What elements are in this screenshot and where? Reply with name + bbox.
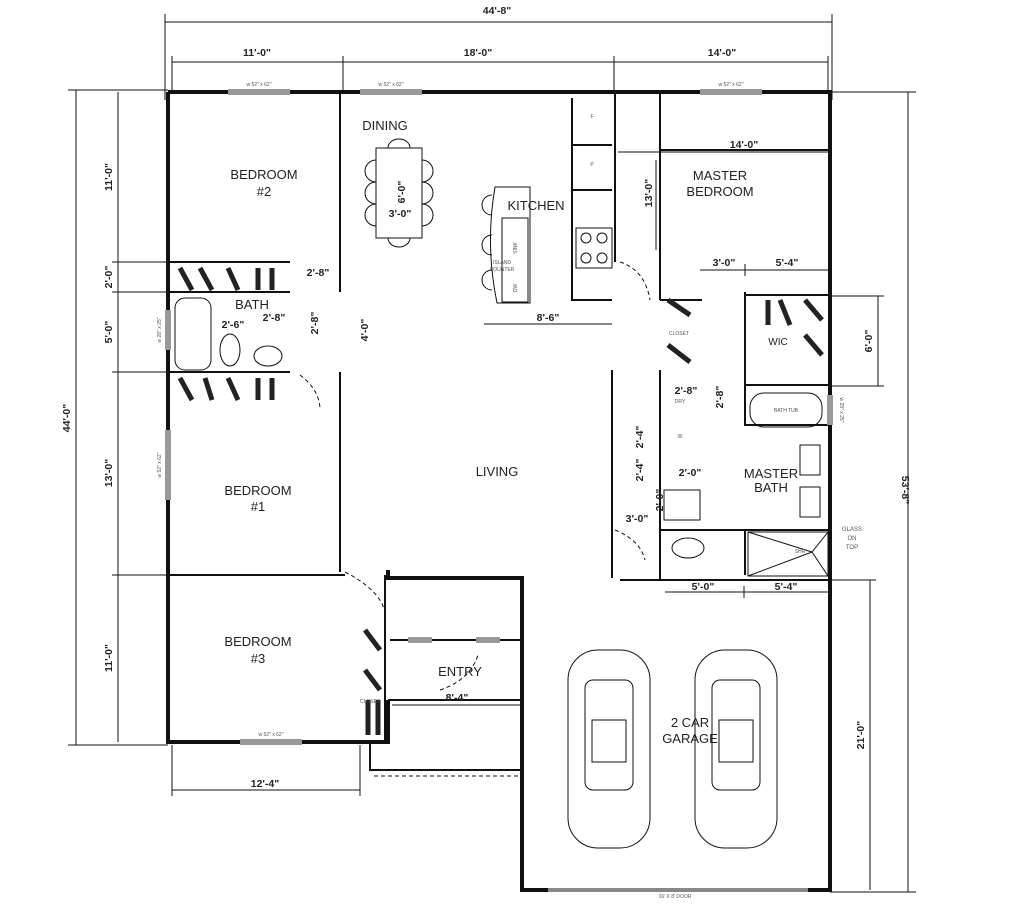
dim-table-length: 6'-0" [396,181,408,204]
dim-mb-54: 5'-4" [775,581,798,593]
dim-bath-28v: 2'-8" [309,312,321,335]
dim-laundry-24b: 2'-4" [634,459,646,482]
dim-hall: 4'-0" [359,319,371,342]
note-glass-3: TOP [846,545,858,551]
dim-wc-30: 3'-0" [626,513,649,525]
dim-entry: 8'-4" [446,692,469,704]
room-dining: DINING [362,118,408,133]
note-glass: GLASS [842,527,862,533]
note-island: ISLAND [493,260,511,266]
dim-top-master: 14'-0" [708,47,737,59]
dim-master-13: 13'-0" [643,179,655,208]
room-bedroom2-number: #2 [257,184,271,199]
dim-laundry-28: 2'-8" [675,385,698,397]
dim-left-overall: 44'-0" [61,404,73,433]
room-labels: BEDROOM #2 DINING KITCHEN MASTER BEDROOM… [224,118,798,746]
note-fridge: F [590,114,593,120]
dim-laundry-20v: 2'-0" [654,489,666,512]
dim-master-3: 3'-0" [713,257,736,269]
dim-right-garage: 21'-0" [855,721,867,750]
note-window-bed3: w 52" x 62" [259,732,284,738]
note-dryer: DRY [675,399,686,405]
range-cooktop [575,227,613,269]
note-washer: W [678,434,683,440]
bath-fixtures [174,297,829,577]
dim-bath-door: 2'-8" [307,267,330,279]
dim-master-54: 5'-4" [776,257,799,269]
dim-bath-26: 2'-6" [222,319,245,331]
note-window-bed1: w 52" x 62" [157,452,163,477]
dimension-labels: 44'-8" 11'-0" 18'-0" 14'-0" 14'-0" 44'-0… [61,5,911,790]
dim-top-bedroom: 11'-0" [243,47,271,59]
annotations: w 52" x 62" w 52" x 62" w 52" x 62" w 52… [157,82,862,900]
note-shower: SHR [795,549,806,555]
dim-master-inner: 14'-0" [730,139,759,151]
note-pantry: P [590,162,594,168]
dim-right-overall: 53'-8" [899,476,911,505]
room-bedroom3: BEDROOM [224,634,291,649]
room-master-bath: MASTER [744,466,798,481]
room-master-bath-2: BATH [754,480,788,495]
dim-bottom-bed3: 12'-4" [251,778,280,790]
car-left [567,649,651,849]
dim-overall-width: 44'-8" [483,5,512,17]
dim-laundry-24a: 2'-4" [634,426,646,449]
kitchen-island [481,186,531,304]
windows [165,89,833,745]
dim-left-bed2: 11'-0" [103,163,115,191]
note-window-bed2: w 52" x 62" [247,82,272,88]
dim-left-bed3: 11'-0" [103,644,115,672]
note-window-bath: w 28" x 25" [157,317,163,342]
dim-bath-28: 2'-8" [263,312,286,324]
note-closet-bed3: CLOSET [360,699,380,705]
note-bath-tub: BATH TUB [774,408,799,414]
dining-table [364,138,434,248]
note-island-2: COUNTER [490,267,515,273]
closet-shelving [177,266,824,735]
room-entry: ENTRY [438,664,482,679]
car-right [694,649,778,849]
room-kitchen: KITCHEN [507,198,564,213]
dim-laundry-20: 2'-0" [679,467,702,479]
room-bedroom3-number: #3 [251,651,265,666]
room-wic: WIC [768,337,787,348]
dim-left-bed1: 13'-0" [103,459,115,488]
dim-table-width: 3'-0" [389,208,412,220]
room-garage: 2 CAR [671,715,709,730]
note-sink: SINK [513,242,519,254]
room-garage-2: GARAGE [662,731,718,746]
note-garage-door: 16' X 8' DOOR [659,894,692,900]
note-dw: DW [513,284,519,293]
note-window-master: w 52" x 62" [719,82,744,88]
dim-left-bath: 5'-0" [103,321,115,344]
note-closet: CLOSET [669,331,689,337]
room-bedroom1-number: #1 [251,499,265,514]
room-bedroom2: BEDROOM [230,167,297,182]
dim-right-wic: 6'-0" [863,330,875,353]
room-bedroom1: BEDROOM [224,483,291,498]
note-window-master-bath: w 28" x 25" [838,398,844,423]
room-master-bedroom-2: BEDROOM [686,184,753,199]
room-bath: BATH [235,297,269,312]
note-glass-2: ON [848,536,857,542]
dim-top-living: 18'-0" [464,47,493,59]
dim-left-closet: 2'-0" [103,266,115,289]
dimension-lines [68,14,916,893]
room-living: LIVING [476,464,519,479]
dim-laundry-28v: 2'-8" [714,386,726,409]
note-window-dining: w 52" x 62" [379,82,404,88]
dim-mb-50: 5'-0" [692,581,715,593]
room-master-bedroom: MASTER [693,168,747,183]
dim-island: 8'-6" [537,312,560,324]
